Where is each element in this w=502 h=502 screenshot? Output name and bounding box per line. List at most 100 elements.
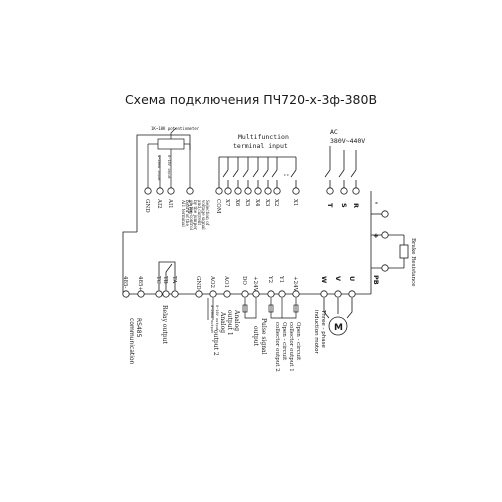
terminal-tc[interactable] — [155, 290, 163, 298]
terminal-s[interactable] — [340, 187, 348, 195]
terminal-label-ai1: AI1 — [167, 198, 173, 209]
relay-output-label: Relay output — [161, 305, 168, 344]
pulse-output-wiring — [242, 298, 299, 319]
multifunction-label-2: terminal input — [233, 142, 288, 150]
selection-note-line: AI1 terminal — [181, 199, 186, 227]
selection-note-line: board of the — [185, 200, 190, 226]
input-switch — [290, 157, 297, 188]
terminal-label-ai2: AI2 — [156, 198, 162, 209]
terminal-label-u: U — [348, 276, 356, 281]
ac-switch — [350, 155, 357, 188]
terminal-gnd-top[interactable] — [144, 187, 152, 195]
terminal-24v-a[interactable] — [252, 290, 260, 298]
terminal-label-y1: Y1 — [278, 275, 284, 283]
terminal-label-24v-a: +24V — [252, 276, 258, 293]
terminal-label-gnd-top: GND — [144, 199, 150, 213]
open-collector-2-label-b: collector output 2 — [274, 322, 280, 372]
terminal-pb[interactable] — [381, 264, 389, 272]
input-switch — [232, 157, 239, 188]
terminal-v[interactable] — [334, 290, 342, 298]
terminal-24v-b[interactable] — [292, 290, 300, 298]
terminal-r[interactable] — [352, 187, 360, 195]
terminal-x4[interactable] — [254, 187, 262, 195]
input-switch — [262, 157, 269, 188]
terminal-dc-minus[interactable] — [381, 210, 389, 218]
dc-plus-label: + — [373, 232, 379, 240]
pot-wire-label-1: 0~10V input — [167, 155, 171, 179]
terminal-y1[interactable] — [278, 290, 286, 298]
selection-note-line: on the control — [189, 200, 194, 231]
open-collector-1-label-b: collector output 1 — [288, 322, 294, 372]
ao-wire-label-1: 0~10V output — [215, 305, 219, 331]
terminal-label-x7: X7 — [224, 199, 230, 207]
potentiometer-label: 1K~10K potentiometer — [151, 126, 200, 131]
terminal-x5[interactable] — [244, 187, 252, 195]
relay-contacts — [158, 261, 176, 290]
diagram-title: Схема подключения ПЧ720-х-3ф-380В — [124, 92, 378, 107]
selection-note-line: and current — [197, 200, 202, 225]
terminal-dc-plus[interactable] — [381, 231, 389, 239]
communication-label: communication — [128, 318, 135, 365]
terminal-label-y2: Y2 — [267, 275, 273, 283]
rs485-label: RS485 — [135, 318, 142, 338]
potentiometer — [147, 127, 191, 189]
input-switch — [271, 157, 278, 188]
terminal-485p[interactable] — [137, 290, 145, 298]
pot-wire-label-2: 4~20mA input — [157, 155, 161, 181]
terminal-label-s: S — [340, 203, 348, 208]
terminal-t[interactable] — [326, 187, 334, 195]
terminal-ao1[interactable] — [223, 290, 231, 298]
motor-wiring — [323, 298, 353, 336]
input-switch — [222, 157, 229, 188]
terminal-label-x1: X1 — [292, 199, 298, 206]
terminal-x6[interactable] — [234, 187, 242, 195]
terminal-label-com: COM — [215, 199, 221, 214]
terminal-10v[interactable] — [186, 187, 194, 195]
terminal-ai1[interactable] — [167, 187, 175, 195]
terminal-485m[interactable] — [122, 290, 130, 298]
analog-output-1-label-a: Analog — [233, 309, 240, 331]
terminal-w[interactable] — [320, 290, 328, 298]
open-collector-2-label-a: Open - circuit — [281, 322, 287, 361]
brake-label: Brake Resistance — [410, 238, 416, 286]
terminal-ta[interactable] — [171, 290, 179, 298]
terminal-label-v: V — [334, 276, 342, 281]
analog-output-2-label-b: output 2 — [212, 330, 219, 356]
input-bus — [218, 156, 296, 189]
terminal-y2[interactable] — [267, 290, 275, 298]
input-switches — [222, 157, 297, 188]
terminal-ai2[interactable] — [156, 187, 164, 195]
potentiometer-box — [157, 138, 185, 150]
terminal-label-tc: TC — [155, 276, 161, 284]
terminal-u[interactable] — [348, 290, 356, 298]
terminal-do[interactable] — [241, 290, 249, 298]
terminal-x7[interactable] — [224, 187, 232, 195]
analog-output-2-label-a: Analog — [219, 311, 226, 333]
terminal-label-do: DO — [241, 276, 247, 285]
terminal-label-ao2: AO2 — [209, 275, 215, 288]
terminal-label-w: W — [320, 276, 328, 283]
terminal-gnd-bot[interactable] — [195, 290, 203, 298]
terminal-x1[interactable] — [292, 187, 300, 195]
terminal-label-x3: X3 — [264, 199, 270, 207]
terminal-label-ta: TA — [171, 276, 177, 284]
terminal-label-r: R — [352, 203, 360, 208]
motor-letter: M — [334, 323, 343, 333]
ao-jumper — [207, 298, 214, 320]
terminal-ao2[interactable] — [209, 290, 217, 298]
terminal-x3[interactable] — [264, 187, 272, 195]
motor-symbol — [328, 316, 348, 336]
terminal-x2[interactable] — [273, 187, 281, 195]
ac-switch — [338, 155, 345, 188]
ac-label-1: AC — [330, 128, 338, 136]
input-switch — [242, 157, 249, 188]
terminal-label-x2: X2 — [273, 199, 279, 206]
ao-wire-label-2: 4~20mA output — [210, 305, 214, 333]
terminal-tb[interactable] — [162, 290, 170, 298]
terminal-com[interactable] — [215, 187, 223, 195]
dc-bus — [371, 213, 409, 269]
